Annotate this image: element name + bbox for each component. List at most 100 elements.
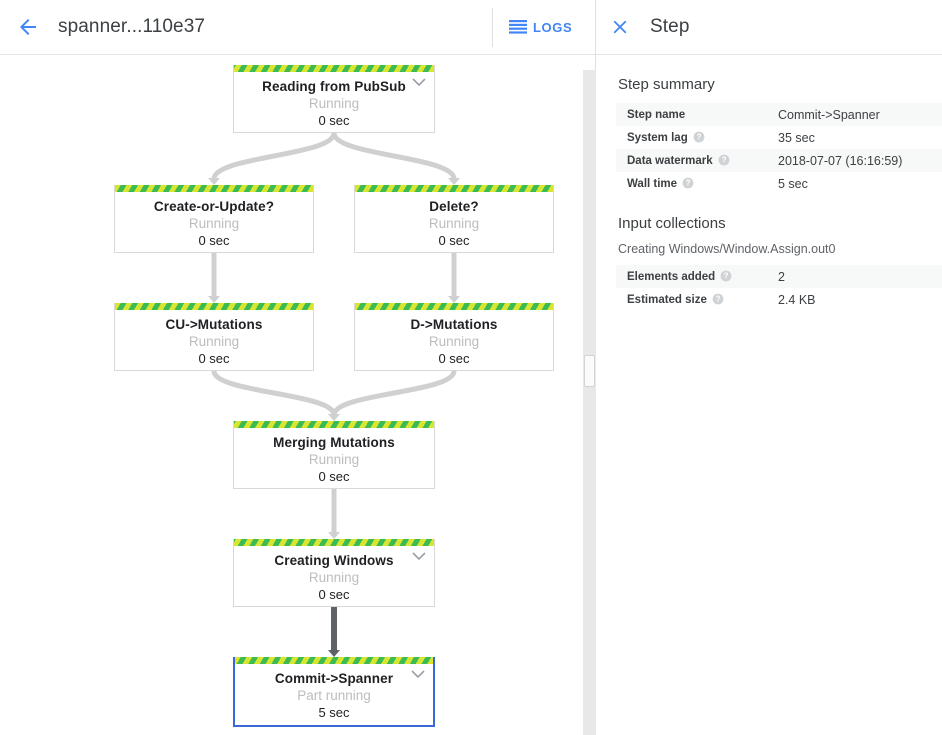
node-status-text: Running (308, 570, 360, 585)
row-value: 5 sec (778, 176, 808, 191)
graph-edge (331, 370, 457, 416)
node-status-bar (115, 303, 313, 310)
page-title: spanner...110e37 (58, 16, 206, 37)
svg-text:?: ? (721, 156, 726, 165)
step-panel-header: Step (596, 0, 942, 55)
logs-button-label: LOGS (533, 19, 573, 35)
chevron-down-icon[interactable] (411, 669, 425, 679)
table-row: Data watermark?2018-07-07 (16:16:59) (616, 149, 942, 172)
node-status-text: Running (428, 216, 480, 231)
svg-text:?: ? (716, 295, 721, 304)
node-elapsed-time: 0 sec (318, 469, 350, 484)
node-status-bar (234, 539, 434, 546)
node-title: Merging Mutations (273, 435, 395, 450)
graph-edge-arrowhead (448, 296, 460, 303)
node-status-bar (235, 657, 433, 664)
table-row: Elements added?2 (616, 265, 942, 288)
back-arrow-icon[interactable] (4, 3, 52, 51)
graph-edge (211, 370, 337, 416)
graph-edge-arrowhead (448, 178, 460, 185)
close-icon[interactable] (598, 5, 642, 49)
svg-text:?: ? (724, 272, 729, 281)
graph-node-create-or-update[interactable]: Create-or-Update? Running 0 sec (114, 185, 314, 253)
graph-edge-arrowhead (208, 296, 220, 303)
row-key: System lag? (616, 126, 778, 149)
node-status-text: Running (188, 216, 240, 231)
graph-vertical-scrollbar-thumb[interactable] (584, 355, 595, 387)
table-row: Step name Commit->Spanner (616, 103, 942, 126)
help-icon[interactable]: ? (712, 293, 724, 305)
row-value: 2.4 KB (778, 292, 816, 307)
node-status-bar (115, 185, 313, 192)
svg-text:?: ? (696, 133, 701, 142)
node-title: Delete? (429, 199, 479, 214)
help-icon[interactable]: ? (718, 154, 730, 166)
row-value: 2 (778, 269, 785, 284)
node-title: CU->Mutations (165, 317, 263, 332)
node-status-bar (234, 65, 434, 72)
node-elapsed-time: 0 sec (198, 233, 230, 248)
node-elapsed-time: 0 sec (438, 233, 470, 248)
step-details-pane: Step Step summary Step name Commit->Spann… (596, 0, 942, 735)
step-summary-heading: Step summary (618, 76, 715, 93)
graph-edge-arrowhead (328, 414, 340, 421)
node-title: Reading from PubSub (262, 79, 406, 94)
help-icon[interactable]: ? (682, 177, 694, 189)
graph-node-delete[interactable]: Delete? Running 0 sec (354, 185, 554, 253)
row-key: Step name (627, 108, 686, 121)
graph-edge-arrowhead (208, 178, 220, 185)
row-value: 2018-07-07 (16:16:59) (778, 153, 903, 168)
node-elapsed-time: 0 sec (318, 587, 350, 602)
graph-vertical-scrollbar-track[interactable] (583, 70, 596, 735)
node-status-bar (355, 303, 553, 310)
node-elapsed-time: 5 sec (318, 705, 350, 720)
node-title: D->Mutations (410, 317, 498, 332)
svg-text:?: ? (686, 179, 691, 188)
step-panel-title: Step (650, 16, 690, 37)
node-status-text: Running (308, 452, 360, 467)
node-title: Creating Windows (274, 553, 394, 568)
help-icon[interactable]: ? (693, 131, 705, 143)
chevron-down-icon[interactable] (412, 551, 426, 561)
row-key: Data watermark? (616, 149, 778, 172)
node-elapsed-time: 0 sec (198, 351, 230, 366)
row-key: Elements added? (616, 265, 778, 288)
job-graph-pane: spanner...110e37 LOGS Reading from PubSu… (0, 0, 596, 735)
graph-edge-arrowhead (328, 650, 340, 657)
node-status-text: Part running (297, 688, 371, 703)
job-header-bar: spanner...110e37 LOGS (0, 0, 595, 55)
help-icon[interactable]: ? (720, 270, 732, 282)
logs-list-icon (509, 20, 527, 34)
node-status-text: Running (308, 96, 360, 111)
node-status-bar (234, 421, 434, 428)
graph-edges (208, 132, 460, 657)
header-divider (492, 8, 493, 47)
node-elapsed-time: 0 sec (438, 351, 470, 366)
row-value: 35 sec (778, 130, 815, 145)
node-status-text: Running (188, 334, 240, 349)
logs-button[interactable]: LOGS (509, 12, 572, 42)
row-key: Wall time? (616, 172, 778, 195)
table-row: Estimated size?2.4 KB (616, 288, 942, 311)
node-title: Create-or-Update? (153, 199, 275, 214)
input-collection-name: Creating Windows/Window.Assign.out0 (618, 242, 836, 256)
row-value: Commit->Spanner (778, 107, 880, 122)
chevron-down-icon[interactable] (412, 77, 426, 87)
node-title: Commit->Spanner (274, 671, 394, 686)
table-row: System lag?35 sec (616, 126, 942, 149)
table-row: Wall time?5 sec (616, 172, 942, 195)
graph-edge (331, 132, 457, 180)
row-key: Estimated size? (616, 288, 778, 311)
node-status-text: Running (428, 334, 480, 349)
